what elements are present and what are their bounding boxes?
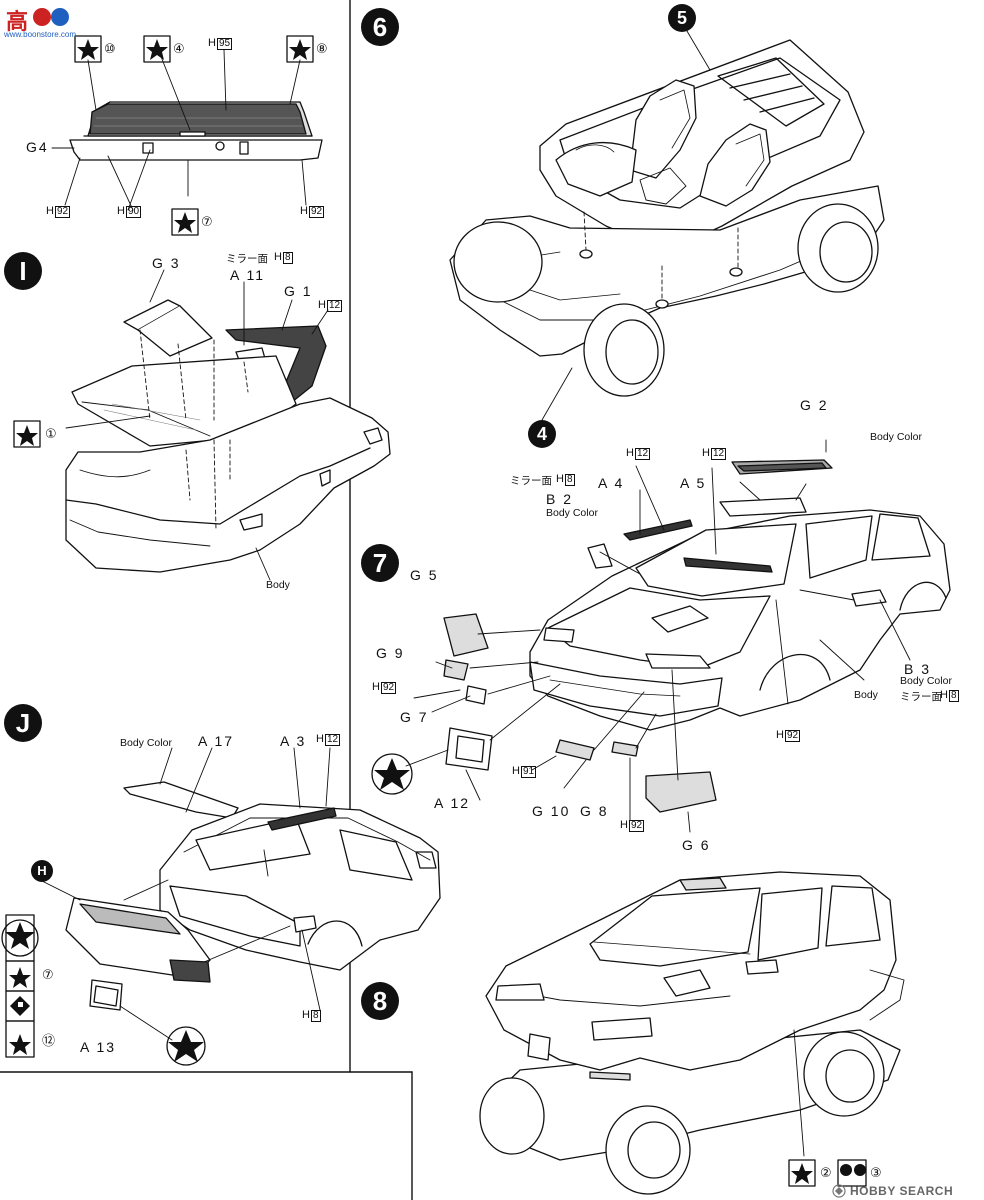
g10-label: G 10 xyxy=(532,803,571,819)
body-label-i: Body xyxy=(266,579,290,591)
a5-label: A 5 xyxy=(680,475,707,491)
star-icon-group xyxy=(5,39,813,1184)
star12-j-num: ⑫ xyxy=(42,1033,56,1048)
star1-num: ① xyxy=(45,426,57,441)
star-box-frames xyxy=(5,35,816,1187)
b2-label: B 2 xyxy=(546,491,574,507)
a17-label: A 17 xyxy=(198,733,235,749)
step-7-drawing xyxy=(405,439,951,833)
a13-label: A 13 xyxy=(80,1039,117,1055)
sub-5-marker: 5 xyxy=(668,4,696,32)
mirror-face-b2-label: ミラー面 xyxy=(510,475,552,487)
b3-label: B 3 xyxy=(904,661,932,677)
g9-label: G 9 xyxy=(376,645,405,661)
a11-label: A 11 xyxy=(230,267,265,283)
rear-window-g4-drawing xyxy=(51,49,323,211)
body-color-b2-label: Body Color xyxy=(546,507,598,519)
step-7-marker: 7 xyxy=(361,544,399,582)
star4-num: ④ xyxy=(173,41,185,56)
star7-num: ⑦ xyxy=(201,214,213,229)
sub-4-marker: 4 xyxy=(528,420,556,448)
body-color-roof-label: Body Color xyxy=(870,431,922,443)
watermark-url: www.boonstore.com xyxy=(4,30,77,39)
sub-h-marker: H xyxy=(31,860,53,882)
color-mix-outline xyxy=(837,1159,867,1187)
g5-label: G 5 xyxy=(410,567,439,583)
mirror-face-b3-label: ミラー面 xyxy=(900,691,942,703)
a4-label: A 4 xyxy=(598,475,625,491)
g3-label: G 3 xyxy=(152,255,181,271)
star10-num: ⑩ xyxy=(104,41,116,56)
g6-label: G 6 xyxy=(682,837,711,853)
g7-label: G 7 xyxy=(400,709,429,725)
a12-label: A 12 xyxy=(434,795,471,811)
hobby-search-icon xyxy=(832,1184,846,1198)
body-label-7: Body xyxy=(854,689,878,701)
step-j-marker: J xyxy=(4,704,42,742)
step-i-marker: I xyxy=(4,252,42,290)
step-8-drawing xyxy=(479,871,905,1195)
panel-dividers xyxy=(0,0,413,1200)
step-j-drawing xyxy=(39,747,441,1041)
step-6-drawing xyxy=(449,25,885,421)
star7-j-num: ⑦ xyxy=(42,967,54,982)
a3-label: A 3 xyxy=(280,733,307,749)
step-8-marker: 8 xyxy=(361,982,399,1020)
g4-label: G4 xyxy=(26,139,49,155)
mirror-face-label: ミラー面 xyxy=(226,253,268,265)
star3-num: ③ xyxy=(870,1165,882,1180)
body-color-j-label: Body Color xyxy=(120,737,172,749)
star-circle-icons xyxy=(1,753,413,1066)
hobby-search-logo: HOBBY SEARCH xyxy=(832,1184,980,1198)
star8-num: ⑧ xyxy=(316,41,328,56)
hobby-search-text: HOBBY SEARCH xyxy=(850,1184,954,1198)
body-color-b3-label: Body Color xyxy=(900,675,952,687)
watermark-logo: 高 xyxy=(6,9,29,35)
g1-label: G 1 xyxy=(284,283,313,299)
g2-label: G 2 xyxy=(800,397,829,413)
step-i-drawing xyxy=(65,269,391,581)
watermark-icon xyxy=(32,6,72,28)
star2-num: ② xyxy=(820,1165,832,1180)
step-6-marker: 6 xyxy=(361,8,399,46)
color-mix-icon xyxy=(10,996,866,1176)
g8-label: G 8 xyxy=(580,803,609,819)
